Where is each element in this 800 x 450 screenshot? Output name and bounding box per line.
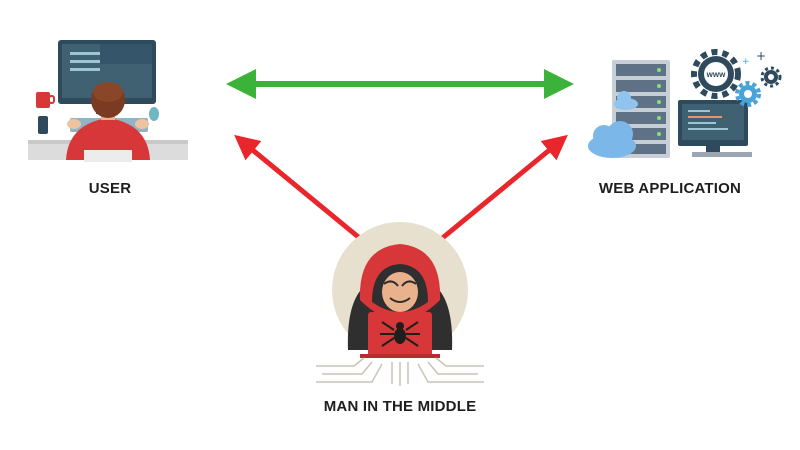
gear-icon: www — [691, 49, 741, 99]
hacker-icon — [316, 222, 484, 386]
user-at-computer-icon — [28, 40, 188, 162]
gear-icon — [735, 81, 761, 107]
man-in-the-middle-label: MAN IN THE MIDDLE — [323, 398, 477, 415]
web-application-label: WEB APPLICATION — [598, 180, 742, 197]
circuit-lines-icon — [316, 357, 484, 386]
plus-icon: + — [742, 57, 750, 67]
gear-icon — [760, 66, 782, 88]
plus-icon: + — [756, 49, 766, 63]
user-label: USER — [88, 180, 132, 197]
web-application-icon: www + + — [588, 49, 782, 158]
edge-attacker-to-web — [438, 134, 568, 242]
spider-icon — [380, 321, 420, 347]
cloud-icon — [588, 91, 638, 158]
www-text: www — [706, 70, 726, 79]
edge-attacker-to-user — [234, 134, 364, 242]
